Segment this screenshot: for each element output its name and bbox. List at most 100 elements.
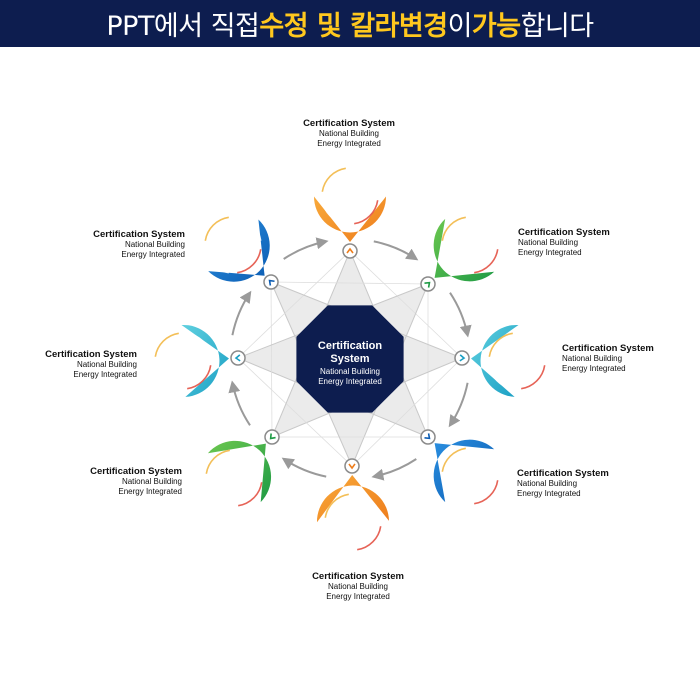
pin-date: Dec. 2018 <box>160 350 207 361</box>
pin-ring-segment <box>238 482 263 507</box>
pin-shape <box>471 324 519 397</box>
node-marker <box>420 429 436 445</box>
web-line <box>237 357 353 467</box>
pin-evaluation: Evaluation <box>496 363 538 373</box>
center-octagon: Certification System National Building E… <box>296 305 404 413</box>
node-marker <box>342 243 358 259</box>
pin-ring-segment <box>474 216 499 241</box>
pin-evaluation: Evaluation <box>332 524 374 534</box>
label-subtitle: Energy Integrated <box>518 248 582 257</box>
web-wedge <box>271 282 357 356</box>
label-subtitle: National Building <box>327 582 389 591</box>
pin-ring-segment <box>354 167 379 192</box>
label-subtitle: Energy Integrated <box>118 487 182 496</box>
label-title: Certification System <box>90 466 182 477</box>
cycle-arrow <box>371 458 417 481</box>
pin-shape <box>316 475 389 523</box>
label-title: Certification System <box>45 349 137 360</box>
node-markers <box>230 243 470 474</box>
node-marker <box>230 350 246 366</box>
pin-shape <box>314 196 386 242</box>
chevron-icon <box>348 463 356 470</box>
label-subtitle: Energy Integrated <box>326 592 390 601</box>
pin-ring-segment <box>205 482 230 507</box>
pin-evaluation: Evaluation <box>212 247 254 257</box>
label-subtitle: Energy Integrated <box>121 250 185 259</box>
pin-evaluation: Evaluation <box>449 247 491 257</box>
label-title: Certification System <box>312 571 404 582</box>
web-line <box>237 250 351 359</box>
pin-date: Dec. 2018 <box>210 234 257 245</box>
label-subtitle: National Building <box>318 129 380 138</box>
label-title: Certification System <box>562 343 654 354</box>
pin-ring-segment <box>324 493 349 518</box>
label-title: Certification System <box>93 229 185 240</box>
pin-ring-segment <box>204 249 229 274</box>
title-banner: PPT에서 직접 수정 및 칼라변경 이 가능 합니다 <box>0 0 700 47</box>
chevron-icon <box>424 433 431 440</box>
pin-ring-segment <box>441 447 466 472</box>
pin-ring-segment <box>204 216 229 241</box>
chevron-icon <box>459 354 466 362</box>
node-marker <box>420 276 436 292</box>
pin-shape <box>207 440 272 503</box>
label-subtitle: National Building <box>124 240 185 249</box>
banner-part-3: 가능 <box>471 11 521 42</box>
pin-ring-segment <box>474 480 499 505</box>
pin-ring-segment <box>488 332 513 357</box>
pin-evaluation: Evaluation <box>162 363 204 373</box>
cycle-arrow <box>449 292 472 338</box>
node-marker <box>454 350 470 366</box>
label-title: Certification System <box>517 468 609 479</box>
pin-ring-segment <box>357 526 382 551</box>
label-subtitle: Energy Integrated <box>73 370 137 379</box>
pin-date: Dec. 2018 <box>447 234 494 245</box>
web-wedge <box>272 353 348 437</box>
label-subtitle: National Building <box>562 354 623 363</box>
center-sub-line2: Energy Integrated <box>318 377 382 386</box>
label-title: Certification System <box>303 118 395 129</box>
label-subtitle: National Building <box>518 238 579 247</box>
pin-ring-segment <box>187 365 212 390</box>
pin-ring-segment <box>521 332 546 357</box>
chevron-icon <box>268 279 275 286</box>
label-subtitle: Energy Integrated <box>317 139 381 148</box>
cycle-arrow <box>281 457 327 478</box>
banner-part-2: 이 <box>447 11 473 42</box>
cycle-arrow <box>228 380 251 426</box>
pin-ring-segment <box>154 332 179 357</box>
node-marker <box>263 274 279 290</box>
pin-ring-segment <box>324 526 349 551</box>
pin-ring-segment <box>474 447 499 472</box>
web-line <box>349 250 463 359</box>
pin-evaluation: Evaluation <box>449 478 491 488</box>
pin-evaluation: Evaluation <box>329 198 371 208</box>
web-line <box>270 281 429 285</box>
pin-date: Dec. 2018 <box>211 467 258 478</box>
web-wedge <box>342 362 428 437</box>
pin-ring-segment <box>521 365 546 390</box>
pin-shape <box>208 219 270 282</box>
chevron-icon <box>269 433 276 440</box>
pin-ring-segment <box>321 200 346 225</box>
banner-part-1: 수정 및 칼라변경 <box>259 11 448 42</box>
banner-part-4: 합니다 <box>520 11 595 42</box>
label-subtitle: National Building <box>121 477 182 486</box>
chevron-icon <box>234 354 241 362</box>
cycle-arrows <box>228 237 472 481</box>
label-subtitle: Energy Integrated <box>562 364 626 373</box>
cycle-arrow <box>448 382 469 428</box>
cycle-arrow <box>231 290 252 336</box>
label-title: Certification System <box>518 227 610 238</box>
pin-evaluation: Evaluation <box>213 480 255 490</box>
